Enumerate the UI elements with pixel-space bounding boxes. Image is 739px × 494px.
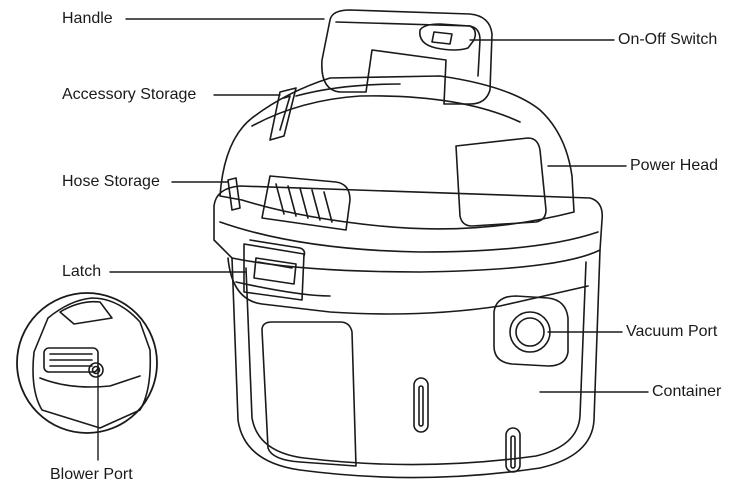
label-handle: Handle bbox=[62, 10, 113, 27]
label-on-off-switch: On-Off Switch bbox=[618, 31, 718, 48]
label-power-head: Power Head bbox=[630, 157, 719, 174]
label-hose-storage: Hose Storage bbox=[62, 173, 160, 190]
accessory-storage bbox=[269, 87, 297, 141]
container-body bbox=[231, 249, 601, 479]
leader-lines bbox=[97, 18, 649, 461]
label-latch: Latch bbox=[62, 263, 102, 280]
handle bbox=[321, 9, 493, 105]
label-blower-port: Blower Port bbox=[50, 466, 133, 483]
blower-port-inset bbox=[16, 292, 158, 434]
label-container: Container bbox=[652, 383, 722, 400]
hose-storage bbox=[227, 175, 351, 231]
container-rim bbox=[213, 185, 604, 315]
latch bbox=[243, 239, 306, 301]
power-head bbox=[219, 75, 575, 230]
label-vacuum-port: Vacuum Port bbox=[626, 323, 718, 340]
vacuum-port bbox=[493, 295, 569, 367]
label-accessory-storage: Accessory Storage bbox=[62, 86, 197, 103]
